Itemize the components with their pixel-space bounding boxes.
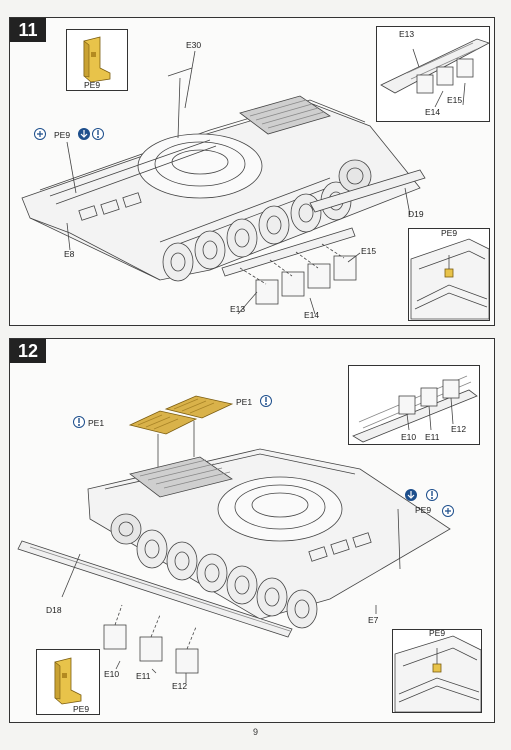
step-12-panel: 12 — [9, 338, 495, 723]
detail-label-e10: E10 — [401, 432, 417, 442]
glue-icon — [92, 128, 104, 140]
label-d18: D18 — [46, 605, 62, 615]
label-e7: E7 — [368, 615, 379, 625]
detail-label-pe9: PE9 — [441, 228, 458, 238]
label-d19: D19 — [408, 209, 424, 219]
detail-label-e13: E13 — [399, 29, 415, 39]
detail-inset-skirts: E10 E11 E12 — [348, 365, 480, 445]
tank-hull-drawing — [17, 395, 451, 683]
detail-label-pe9: PE9 — [429, 629, 446, 638]
label-e12: E12 — [172, 681, 188, 691]
detail-label-e14: E14 — [425, 107, 441, 117]
label-e14: E14 — [304, 310, 320, 320]
inset-label: PE9 — [84, 80, 101, 90]
glue-icon — [260, 395, 272, 407]
step-number: 11 — [10, 18, 46, 42]
label-pe9: PE9 — [54, 130, 71, 140]
glue-icon — [426, 489, 438, 501]
label-e10: E10 — [104, 669, 120, 679]
tank-hull-drawing — [21, 50, 426, 315]
step-11-panel: 11 PE9 — [9, 17, 495, 326]
detail-label-e12: E12 — [451, 424, 467, 434]
label-e30: E30 — [186, 40, 202, 50]
step-number: 12 — [10, 339, 46, 363]
detail-inset-pe9: PE9 — [408, 228, 490, 321]
bend-fold-icon — [34, 128, 46, 140]
push-down-icon — [405, 489, 417, 501]
part-inset-pe9: PE9 — [66, 29, 128, 91]
label-e15: E15 — [361, 246, 377, 256]
label-e13: E13 — [230, 304, 246, 314]
pe9-detail-drawing — [394, 635, 481, 712]
pe9-detail-drawing — [410, 238, 489, 320]
detail-label-e11: E11 — [425, 432, 440, 442]
push-down-icon — [78, 128, 90, 140]
skirt-detail-drawing — [380, 38, 489, 108]
part-inset-pe9: PE9 — [36, 649, 100, 715]
pe9-part-icon — [54, 657, 82, 705]
label-pe1-left: PE1 — [88, 418, 105, 428]
inset-label: PE9 — [73, 704, 90, 714]
bend-fold-icon — [442, 505, 454, 517]
pe9-part-icon — [83, 36, 111, 83]
label-e8: E8 — [64, 249, 75, 259]
label-pe1-right: PE1 — [236, 397, 253, 407]
label-pe9: PE9 — [415, 505, 432, 515]
glue-icon — [73, 416, 85, 428]
label-e11: E11 — [136, 671, 151, 681]
page-number: 9 — [252, 727, 258, 737]
detail-inset-skirts: E13 E14 E15 — [376, 26, 490, 122]
detail-inset-pe9: PE9 — [392, 629, 482, 713]
detail-label-e15: E15 — [447, 95, 463, 105]
skirt-detail-drawing — [352, 375, 478, 443]
